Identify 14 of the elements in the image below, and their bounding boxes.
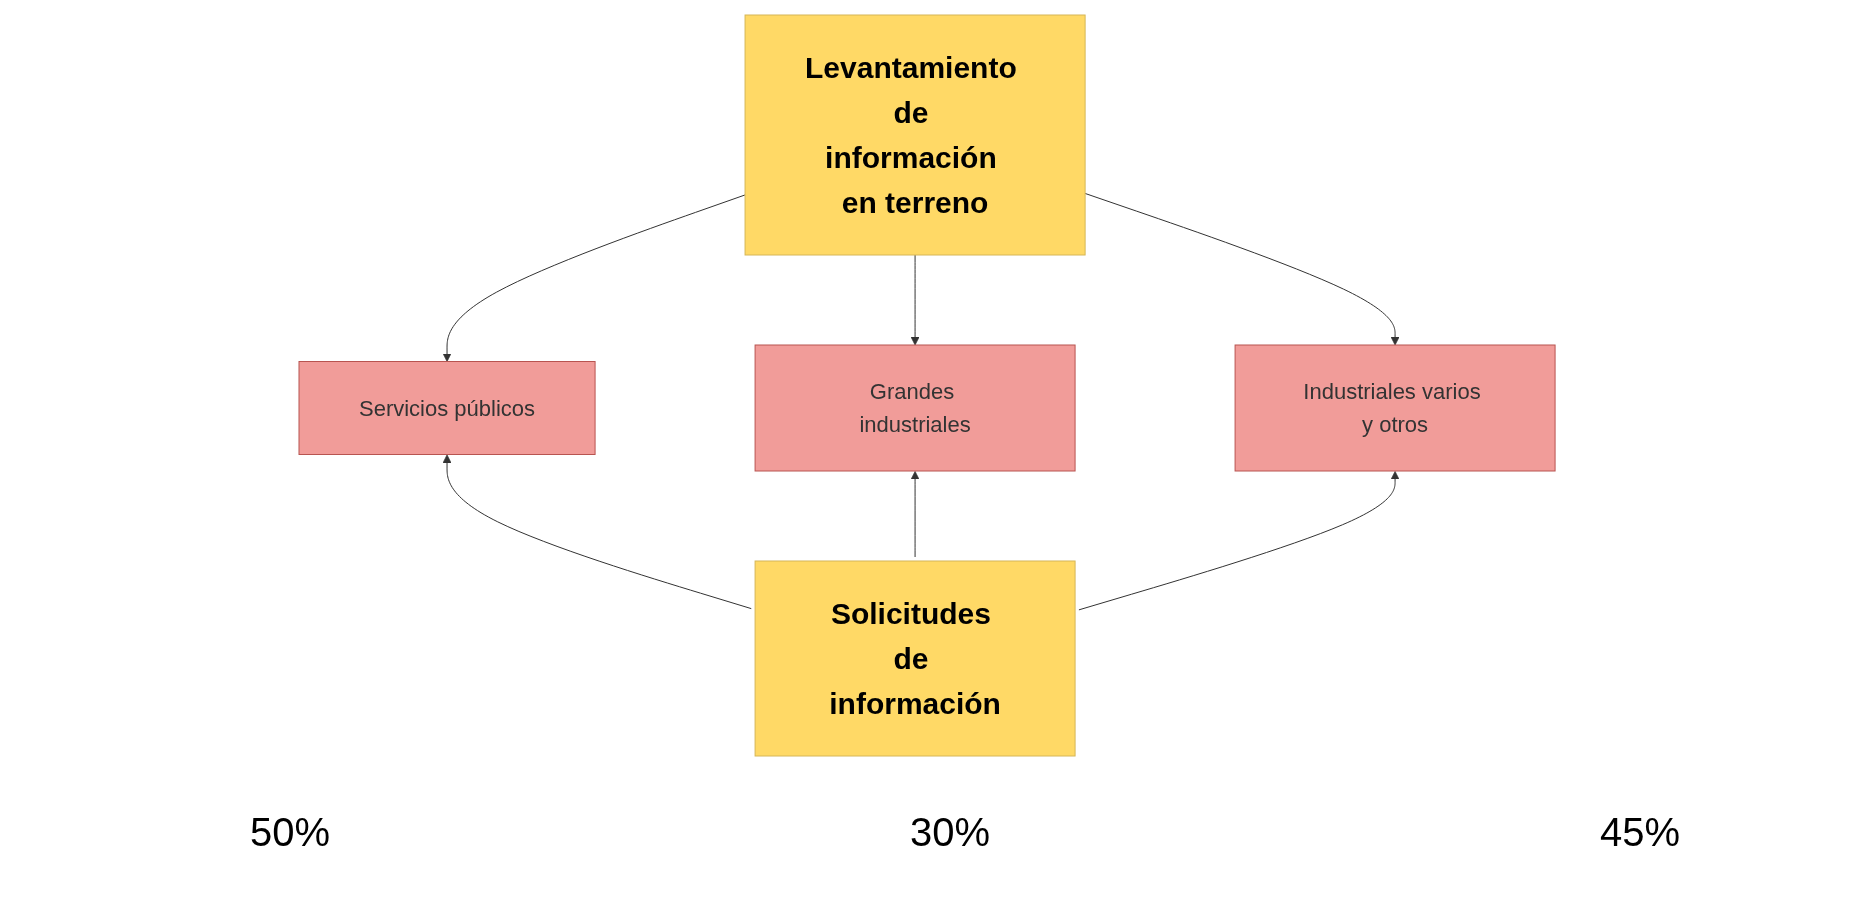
node-box: Grandes industriales [755,344,1077,471]
arrow [443,193,746,362]
arrow [911,470,920,557]
percentage-label: 45% [1599,810,1681,855]
percentage-label: 30% [909,810,991,855]
node-box: Industriales varios y otros [1235,344,1557,471]
arrow [1078,470,1400,610]
arrow [911,254,920,345]
node-box: Solicitudes de información [755,560,1077,756]
percentage-label: 50% [249,810,331,855]
node-box: Levantamiento de información en terreno [745,14,1087,255]
node-box: Servicios públicos [298,360,597,455]
arrow [1085,192,1400,345]
arrow [443,454,753,609]
